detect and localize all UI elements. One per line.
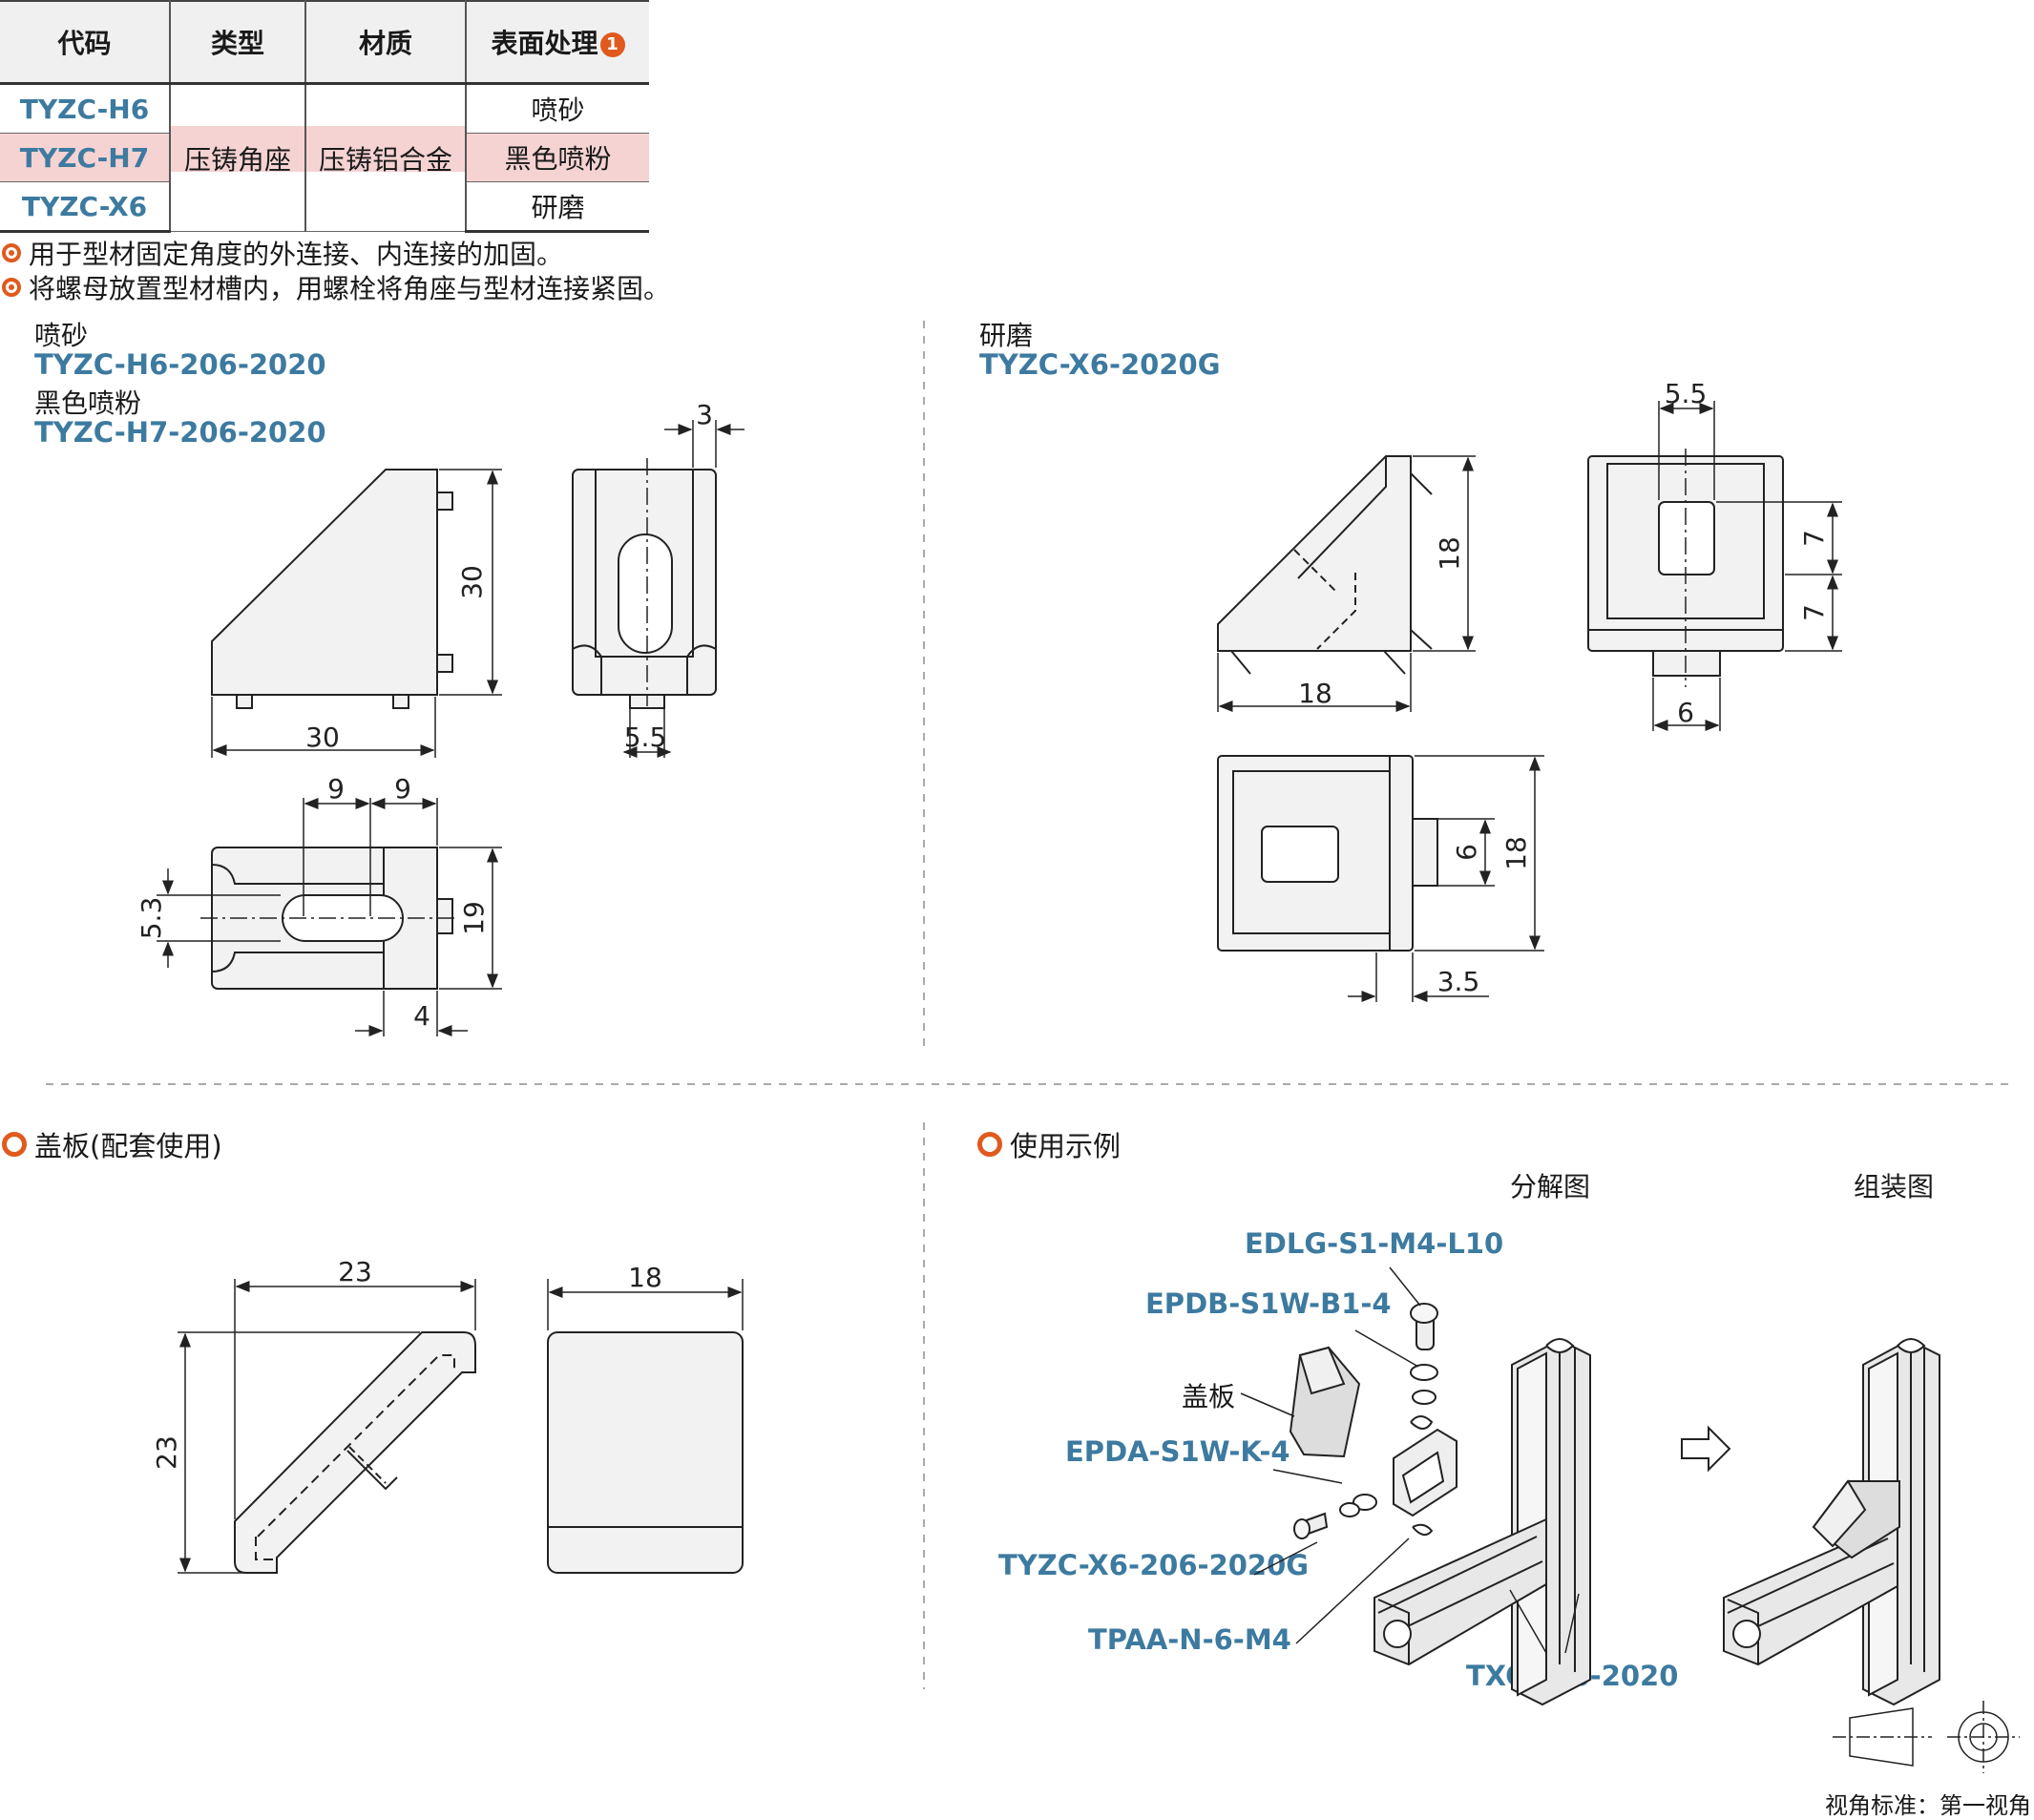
part-code: TYZC-H6-206-2020 <box>34 348 326 381</box>
dim-label: 18 <box>1434 536 1465 571</box>
part-callout: EPDA-S1W-K-4 <box>1065 1435 1290 1468</box>
dim-label: 23 <box>151 1435 182 1470</box>
dim-label: 7 <box>1798 604 1830 621</box>
bullet-icon <box>2 278 21 297</box>
projection-symbol-icon <box>1833 1701 2020 1773</box>
exploded-label: 分解图 <box>1510 1171 1591 1203</box>
dim-label: 7 <box>1798 530 1830 547</box>
ground-bracket-side-view <box>1217 455 1433 675</box>
assembled-view-drawing <box>1723 1338 1940 1706</box>
dim-label: 9 <box>394 773 411 805</box>
dim-label: 6 <box>1677 697 1694 728</box>
callout-lines <box>1240 1266 1580 1654</box>
dim-label: 30 <box>305 722 340 753</box>
dim-label: 3 <box>696 399 713 430</box>
table-row: TYZC-H6 压铸角座 压铸铝合金 喷砂 <box>0 83 649 232</box>
material-cell: 压铸铝合金 <box>305 83 467 232</box>
bracket-side-view <box>211 469 453 709</box>
row-code: TYZC-X6 <box>0 181 171 233</box>
header-code: 代码 <box>0 0 171 85</box>
finish-label: 研磨 <box>979 320 1034 351</box>
row-finish: 喷砂 <box>466 83 649 134</box>
ring-icon <box>2 1132 27 1157</box>
part-callout: EDLG-S1-M4-L10 <box>1245 1227 1504 1260</box>
row-code: TYZC-H7 <box>0 133 171 182</box>
part-callout: TYZC-X6-206-2020G <box>998 1549 1310 1581</box>
usage-section-title: 使用示例 <box>977 1124 1121 1164</box>
dim-label: 18 <box>628 1262 662 1293</box>
dim-label: 6 <box>1451 844 1482 861</box>
row-finish: 研磨 <box>466 181 649 233</box>
note-item: 用于型材固定角度的外连接、内连接的加固。 <box>2 234 563 272</box>
part-code: TYZC-X6-2020G <box>979 348 1221 381</box>
table-row: TYZC-X6 研磨 <box>0 181 649 233</box>
note-item: 将螺母放置型材槽内，用螺栓将角座与型材连接紧固。 <box>2 268 670 306</box>
dim-label: 3.5 <box>1437 966 1480 997</box>
dim-label: 23 <box>338 1256 372 1287</box>
row-finish: 黑色喷粉 <box>466 133 649 182</box>
note-text: 将螺母放置型材槽内，用螺栓将角座与型材连接紧固。 <box>29 273 671 304</box>
header-material: 材质 <box>305 0 467 85</box>
dim-label: 5.5 <box>1665 378 1708 409</box>
note-badge: 1 <box>599 32 625 57</box>
dim-label: 19 <box>458 901 490 935</box>
dim-label: 30 <box>456 565 488 599</box>
finish-label: 喷砂 <box>34 320 89 351</box>
part-callout: EPDB-S1W-B1-4 <box>1145 1287 1392 1320</box>
part-callout: TPAA-N-6-M4 <box>1088 1623 1291 1656</box>
dim-label: 4 <box>413 1000 430 1032</box>
ring-icon <box>977 1132 1002 1157</box>
row-code: TYZC-H6 <box>0 83 171 134</box>
dim-label: 9 <box>327 773 345 805</box>
dim-label: 18 <box>1298 678 1332 709</box>
note-text: 用于型材固定角度的外连接、内连接的加固。 <box>29 239 564 270</box>
dim-label: 18 <box>1500 836 1532 870</box>
ground-bracket-bottom-view <box>1217 755 1438 952</box>
cover-title-text: 盖板(配套使用) <box>34 1130 222 1162</box>
assembled-label: 组装图 <box>1854 1171 1935 1203</box>
cover-side-view <box>234 1331 476 1574</box>
usage-title-text: 使用示例 <box>1010 1130 1122 1162</box>
cover-section-title: 盖板(配套使用) <box>2 1124 222 1164</box>
part-callout-cover: 盖板 <box>1182 1381 1236 1412</box>
table-row: TYZC-H7 黑色喷粉 <box>0 133 649 182</box>
dim-label: 5.3 <box>136 897 167 940</box>
arrow-right-icon <box>1681 1425 1731 1473</box>
exploded-view-drawing <box>1289 1303 1591 1706</box>
bullet-icon <box>2 243 21 262</box>
header-type: 类型 <box>170 0 306 85</box>
view-standard-label: 视角标准：第一视角 <box>1825 1792 2031 1819</box>
part-code: TYZC-H7-206-2020 <box>34 416 326 449</box>
finish-label: 黑色喷粉 <box>34 387 142 419</box>
bracket-front-view <box>572 469 717 709</box>
cover-front-view <box>547 1331 744 1574</box>
type-cell: 压铸角座 <box>170 83 306 232</box>
dim-label: 5.5 <box>624 722 667 753</box>
header-finish-label: 表面处理 <box>491 28 598 59</box>
